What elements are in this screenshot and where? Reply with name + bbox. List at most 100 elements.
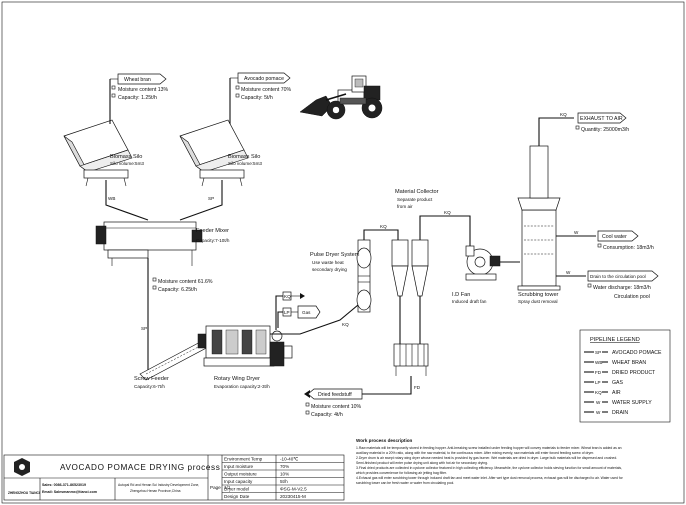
tower-spec: Spray dust removal	[518, 299, 558, 304]
silo-right-spec: Silo volume:5m3	[228, 161, 262, 166]
work-process-notes: Work process description 1.Raw materials…	[356, 438, 624, 485]
silo-left-name: Biomass Silo	[110, 154, 142, 160]
wheat-bran-name: Wheat bran	[124, 77, 151, 83]
biomass-silo-left: Biomass Silo Silo volume:5m3	[63, 118, 144, 187]
legend-code: WB	[595, 360, 602, 365]
avocado-pomace-tag: Avocado pomace Moisture content 70% Capa…	[229, 72, 292, 118]
legend-title: PIPELINE LEGEND	[590, 337, 640, 343]
rotary-dryer-spec: Evaporation capacity:2-3t/h	[214, 384, 270, 389]
spec-value: 70%	[280, 464, 289, 469]
note-line: Semi-finished product will enter pulse d…	[356, 461, 488, 465]
pulse-dryer-spec-2: secondary drying	[312, 267, 347, 272]
note-line: which provides convenience for following…	[356, 471, 447, 475]
spec-label: Environment Temp	[224, 457, 263, 462]
legend-row: LP GAS	[584, 380, 623, 386]
legend-code: FD	[595, 370, 602, 375]
pulse-dryer-spec-1: Use waste heat	[312, 260, 344, 265]
code-w2: W	[566, 270, 571, 275]
discharge-unit	[393, 343, 429, 376]
avocado-pomace-capacity: Capacity: 5t/h	[241, 95, 273, 101]
pulse-dryer-name: Pulse Dryer System	[310, 252, 360, 258]
collector-name: Material Collector	[395, 189, 439, 195]
note-line: 2.Dryer drum is air swept rotary wing dr…	[356, 456, 617, 460]
drawing-title: AVOCADO POMACE DRYING process	[60, 463, 220, 472]
gas-label: Gas	[302, 310, 311, 315]
material-collector: Material Collector Separate product from…	[391, 189, 439, 344]
collector-spec-2: from air	[397, 204, 413, 209]
legend-row: FD DRIED PRODUCT	[584, 370, 656, 376]
pipe-exhaust	[538, 117, 574, 146]
feeder-mixer-spec: Capacity:7-10t/h	[196, 238, 230, 243]
legend-label: AIR	[612, 390, 621, 396]
contact-email: Email: Salesmanmx@tianci.com	[42, 490, 97, 494]
legend-code: SP	[595, 350, 601, 355]
legend-row: SP AVOCADO POMACE	[584, 350, 662, 356]
legend-row: KQ AIR	[584, 390, 621, 396]
avocado-pomace-name: Avocado pomace	[244, 76, 284, 82]
company-logo-icon	[14, 458, 30, 476]
legend-code: W	[596, 400, 601, 405]
rotary-wing-dryer: Rotary Wing Dryer Evaporation capacity:2…	[203, 325, 293, 389]
silo-left-spec: Silo volume:5m3	[110, 161, 144, 166]
code-kq2: KQ	[342, 322, 349, 327]
company-name: ZHENGZHOU TIANCI	[8, 491, 40, 495]
dried-capacity: Capacity: 4t/h	[311, 412, 343, 418]
legend-code: LP	[595, 380, 601, 385]
legend-label: AVOCADO POMACE	[612, 350, 662, 356]
pipeline-legend: PIPELINE LEGEND SP AVOCADO POMACE WB WHE…	[579, 329, 671, 423]
pipe-pomace-to-mixer	[179, 180, 223, 221]
pipe-pulse-to-collector	[363, 229, 399, 240]
pipe-wheat-bran	[105, 180, 149, 221]
screw-feeder-spec: Capacity:6-7t/h	[134, 384, 165, 389]
silo-right-name: Biomass Silo	[228, 154, 260, 160]
legend-label: DRAIN	[612, 410, 628, 416]
legend-label: GAS	[612, 380, 623, 386]
screw-feeder: Screw Feeder Capacity:6-7t/h	[134, 333, 213, 389]
address-line-2: Zhengzhou Henan Province,China	[130, 489, 181, 493]
biomass-silo-right: Biomass Silo Silo volume:5m3	[179, 118, 262, 187]
title-block: AVOCADO POMACE DRYING process ZHENGZHOU …	[3, 454, 345, 501]
code-wb: WB	[108, 196, 115, 201]
code-kq3: KQ	[380, 224, 387, 229]
legend-row: W WATER SUPPLY	[584, 400, 652, 406]
pipe-collector-to-fan	[419, 215, 471, 246]
note-line: scrubbing tower can be fresh water or wa…	[356, 481, 454, 485]
code-sp2: SP	[141, 326, 147, 331]
wheat-bran-moisture: Moisture content 13%	[118, 87, 169, 93]
legend-row: WB WHEAT BRAN	[584, 360, 646, 366]
notes-title: Work process description	[356, 438, 413, 443]
code-kq: KQ	[284, 294, 291, 299]
spec-value: 5t/h	[280, 479, 288, 484]
wheat-bran-tag: Wheat bran Moisture content 13% Capacity…	[109, 73, 169, 118]
note-line: 1.Raw materials will be temporarily stor…	[356, 446, 622, 450]
spec-label: Output moisture	[224, 472, 257, 477]
legend-label: WHEAT BRAN	[612, 360, 646, 366]
spec-value: ΦSG-M-V2.5	[280, 487, 307, 492]
code-fd: FD	[414, 385, 421, 390]
spec-value: 20230415-M	[280, 494, 306, 499]
gas-supply-line: LP Gas	[277, 305, 321, 328]
id-fan-spec: Induced draft fan	[452, 299, 487, 304]
mixed-capacity: Capacity: 6.25t/h	[158, 287, 197, 293]
id-fan: I.D Fan Induced draft fan	[452, 245, 501, 304]
legend-label: WATER SUPPLY	[612, 400, 652, 406]
note-line: auxiliary material in a 20% ratio, along…	[356, 451, 594, 455]
code-kq5: KQ	[560, 112, 567, 117]
drain-spec: Water discharge: 18m3/h	[593, 285, 651, 291]
code-w: W	[574, 230, 579, 235]
spec-value: 10%	[280, 472, 289, 477]
dried-feedstuff-name: Dried feedstuff	[318, 392, 352, 398]
feeder-mixer: Feeder Mixer Capacity:7-10t/h	[95, 221, 230, 266]
cool-water-name: Cool water	[602, 234, 627, 240]
pulse-dryer-system: Pulse Dryer System Use waste heat second…	[310, 239, 372, 313]
note-line: 4.Exhaust gas will enter scrubbing tower…	[356, 476, 624, 480]
cool-water-tag: Cool water Consumption: 18m3/h	[597, 230, 654, 251]
exhaust-spec: Quantity: 25000m3/h	[581, 127, 629, 133]
code-lp: LP	[284, 310, 290, 315]
exhaust-name: EXHAUST TO AIR	[580, 116, 623, 122]
legend-label: DRIED PRODUCT	[612, 370, 656, 376]
note-line: 3.Final dried products are collected in …	[356, 466, 622, 470]
